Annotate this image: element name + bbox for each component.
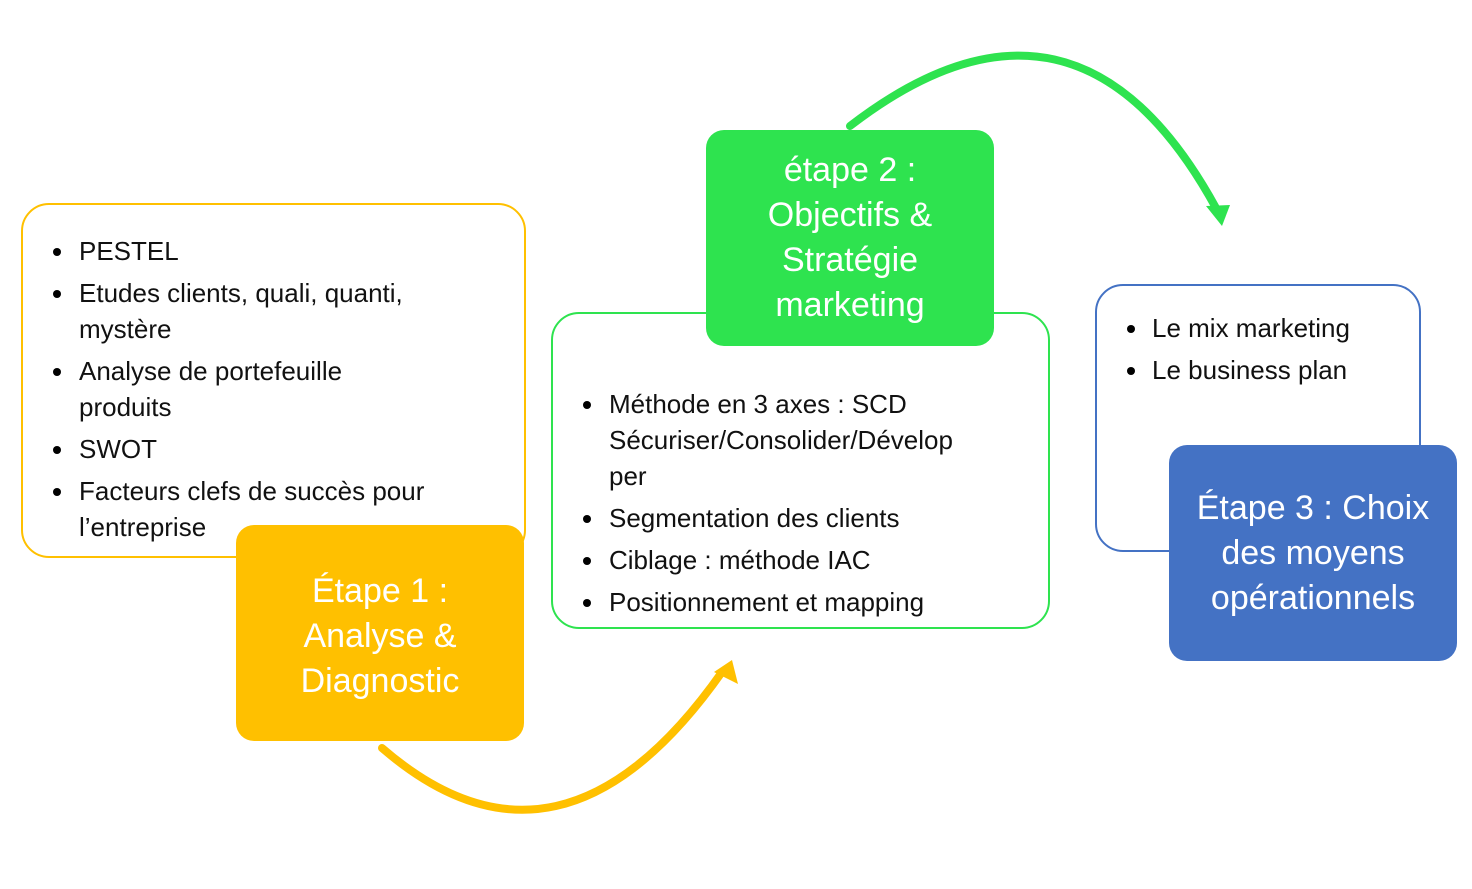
list-item-text: Méthode en 3 axes : SCD [609, 389, 907, 419]
list-item-text: Le mix marketing [1152, 313, 1350, 343]
step1-box: Étape 1 : Analyse & Diagnostic [236, 525, 524, 741]
step3-line: Étape 3 : Choix [1196, 488, 1430, 527]
panel3-list: Le mix marketing Le business plan [1097, 310, 1419, 388]
step1-line: Diagnostic [300, 661, 460, 700]
list-item-text: Le business plan [1152, 355, 1348, 385]
step3-box: Étape 3 : Choix des moyens opérationnels [1169, 445, 1457, 661]
step2-line: marketing [775, 286, 925, 324]
step3-line: des moyens [1221, 533, 1405, 572]
list-item-text: Facteurs clefs de succès pour [79, 476, 425, 506]
arrow-step1-to-step2 [378, 660, 738, 814]
arrow-step2-to-step3 [846, 51, 1230, 226]
list-item: Ciblage : méthode IAC [553, 542, 1048, 578]
step3-line: opérationnels [1210, 578, 1416, 617]
step2-line: Objectifs & [767, 196, 933, 234]
list-item-text: Analyse de portefeuille [79, 356, 343, 386]
list-item: PESTEL [23, 233, 524, 269]
step2-line: étape 2 : [783, 151, 917, 189]
list-item: SWOT [23, 431, 524, 467]
list-item-text: Segmentation des clients [609, 503, 900, 533]
step1-line: Analyse & [303, 616, 457, 655]
list-item-text: l’entreprise [79, 512, 207, 542]
list-item-text: Positionnement et mapping [609, 587, 925, 617]
arrow1-head [714, 660, 738, 684]
list-item-text: Etudes clients, quali, quanti, [79, 278, 403, 308]
step1-line: Étape 1 : [311, 571, 449, 610]
step2-line: Stratégie [781, 241, 919, 279]
list-item-text: PESTEL [79, 236, 179, 266]
step2-box: étape 2 : Objectifs & Stratégie marketin… [706, 130, 994, 346]
list-item: Etudes clients, quali, quanti, mystère [23, 275, 524, 347]
panel2-list: Méthode en 3 axes : SCD Sécuriser/Consoli… [553, 386, 1048, 620]
list-item-text: produits [79, 392, 172, 422]
list-item: Positionnement et mapping [553, 584, 1048, 620]
list-item-text: Sécuriser/Consolider/Dévelop [609, 425, 953, 455]
list-item: Le mix marketing [1097, 310, 1419, 346]
arrow1-curve [378, 668, 726, 814]
list-item-text: mystère [79, 314, 172, 344]
panel-analyse-diagnostic: PESTEL Etudes clients, quali, quanti, mys… [21, 203, 526, 558]
arrow2-curve [846, 51, 1220, 212]
list-item-text: Ciblage : méthode IAC [609, 545, 871, 575]
list-item: Le business plan [1097, 352, 1419, 388]
list-item: Analyse de portefeuille produits [23, 353, 524, 425]
panel1-list: PESTEL Etudes clients, quali, quanti, mys… [23, 233, 524, 545]
list-item-text: per [609, 461, 647, 491]
arrow2-head [1206, 205, 1230, 226]
list-item: Méthode en 3 axes : SCD Sécuriser/Consoli… [553, 386, 1048, 494]
list-item: Segmentation des clients [553, 500, 1048, 536]
list-item: Facteurs clefs de succès pour l’entrepris… [23, 473, 524, 545]
panel-objectifs-strategie: Méthode en 3 axes : SCD Sécuriser/Consoli… [551, 312, 1050, 629]
list-item-text: SWOT [79, 434, 157, 464]
